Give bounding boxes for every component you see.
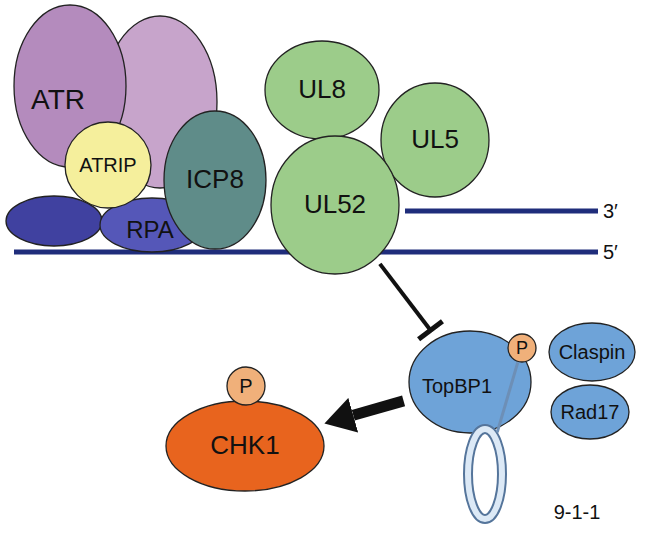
node-label: RPA (126, 217, 174, 242)
node-label: 9-1-1 (554, 502, 601, 523)
node-label: ICP8 (186, 166, 244, 193)
node-label: P (239, 376, 252, 397)
inhibition-line (380, 264, 431, 330)
node-label: Claspin (559, 342, 626, 363)
node-label: CHK1 (210, 432, 279, 459)
node-label: TopBP1 (422, 376, 492, 397)
phosphate-circle: P (226, 366, 266, 406)
protein-circle: ATRIP (64, 121, 152, 209)
kinase-ellipse: CHK1 (165, 400, 325, 492)
shape-ellipse (271, 136, 399, 274)
shape-ellipse (508, 334, 536, 362)
ring-fill (468, 429, 502, 519)
node-label: UL8 (298, 76, 346, 103)
dna-strand (405, 209, 598, 214)
protein-ellipse: UL52 (270, 135, 400, 275)
shape-ellipse (265, 41, 379, 139)
ring-outline (468, 429, 502, 519)
activation-arrow (353, 401, 403, 415)
shape-ellipse (166, 401, 324, 491)
shape-ellipse (65, 122, 151, 208)
tether-line (497, 362, 518, 432)
protein-ellipse: UL5 (380, 82, 490, 198)
protein-ellipse: UL8 (264, 40, 380, 140)
shape-ellipse (551, 385, 629, 439)
node-label: P (516, 339, 528, 358)
node-label: UL52 (304, 191, 366, 218)
protein-ellipse: Claspin (548, 322, 636, 382)
node-label: Rad17 (561, 402, 620, 423)
node-label: UL5 (411, 126, 459, 153)
protein-ellipse: ICP8 (163, 110, 267, 250)
shape-ellipse (227, 367, 265, 405)
shape-ellipse (164, 111, 266, 249)
phosphate-circle: P (507, 333, 537, 363)
strand-end-label: 3′ (603, 201, 618, 222)
node-label: ATRIP (79, 155, 136, 176)
clamp-ring: 9-1-1 (463, 424, 507, 524)
shape-outline (463, 424, 507, 524)
shape-ellipse (381, 83, 489, 197)
shape-ellipse (549, 323, 635, 381)
node-label: ATR (31, 85, 85, 114)
strand-end-label: 5′ (603, 242, 618, 263)
protein-ellipse: Rad17 (550, 384, 630, 440)
